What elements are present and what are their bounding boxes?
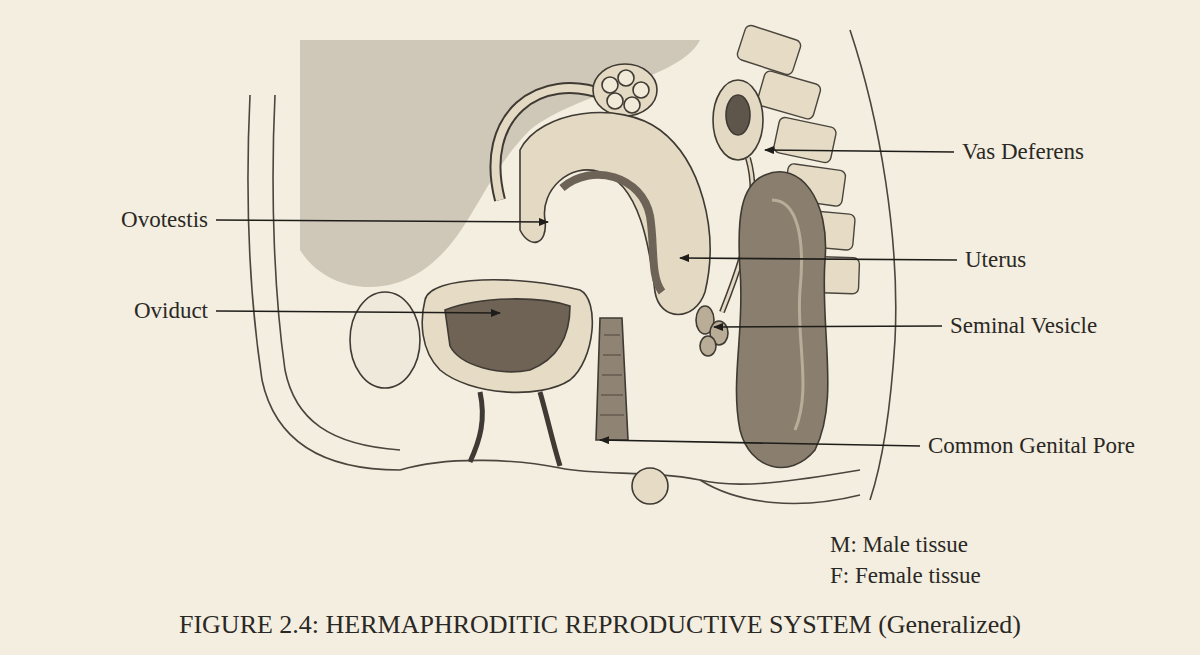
part-label: Oviduct	[134, 297, 208, 325]
part-label: Seminal Vesicle	[950, 312, 1097, 340]
body-section	[248, 30, 896, 503]
part-label: Common Genital Pore	[928, 432, 1135, 460]
part-label: Vas Deferens	[962, 138, 1084, 166]
part-label: Ovotestis	[121, 206, 208, 234]
leader-lines	[216, 150, 957, 446]
legend-note: F: Female tissue	[830, 562, 981, 590]
organs	[350, 64, 828, 504]
legend-note: M: Male tissue	[830, 531, 968, 559]
figure-caption: FIGURE 2.4: HERMAPHRODITIC REPRODUCTIVE …	[0, 609, 1200, 640]
part-label: Uterus	[965, 246, 1026, 274]
